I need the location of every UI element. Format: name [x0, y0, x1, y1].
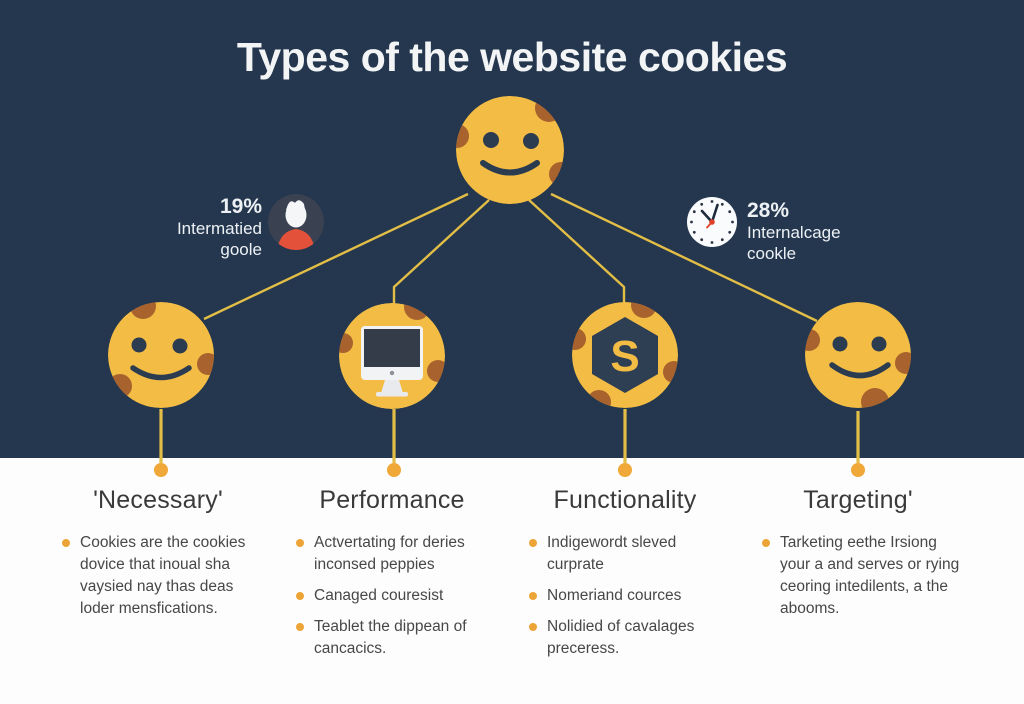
stat-left-line2: goole [220, 240, 262, 259]
smiley-cookie-icon [805, 302, 911, 408]
list-item: Tarketing eethe Irsiong your a and serve… [762, 532, 966, 620]
bullet-dot-icon [296, 592, 304, 600]
bullet-list: Indigewordt sleved curprate Nomeriand co… [517, 532, 733, 660]
list-item: Nolidied of cavalages preceress. [529, 616, 733, 660]
bullet-dot-icon [62, 539, 70, 547]
list-item: Canaged couresist [296, 585, 500, 607]
clock-icon [687, 197, 737, 247]
column-title: 'Necessary' [93, 486, 223, 514]
bullet-text: Nolidied of cavalages preceress. [547, 618, 695, 657]
bullet-list: Tarketing eethe Irsiong your a and serve… [750, 532, 966, 620]
column-necessary: 'Necessary' Cookies are the cookies dovi… [50, 486, 266, 629]
list-item: Nomeriand cources [529, 585, 733, 607]
bullet-dot-icon [529, 623, 537, 631]
bullet-text: Cookies are the cookies dovice that inou… [80, 534, 246, 617]
column-targeting: Targeting' Tarketing eethe Irsiong your … [750, 486, 966, 629]
person-icon [268, 194, 324, 250]
bullet-text: Indigewordt sleved curprate [547, 534, 677, 573]
stat-left-line1: Intermatied [176, 219, 262, 238]
bullet-list: Actvertating for deries inconsed peppies… [284, 532, 500, 660]
column-title: Functionality [553, 486, 697, 514]
column-title: Performance [319, 486, 465, 514]
stat-right-line2: cookle [747, 244, 797, 263]
bullet-text: Actvertating for deries inconsed peppies [314, 534, 465, 573]
bullet-dot-icon [529, 539, 537, 547]
stat-right-line1: Internalcage [747, 223, 841, 242]
bullet-text: Tarketing eethe Irsiong your a and serve… [780, 534, 960, 617]
column-title: Targeting' [803, 486, 913, 514]
list-item: Actvertating for deries inconsed peppies [296, 532, 500, 576]
column-functionality: Functionality Indigewordt sleved curprat… [517, 486, 733, 669]
list-item: Teablet the dippean of cancacics. [296, 616, 500, 660]
stat-right: 28% Internalcage cookle [747, 199, 967, 264]
list-item: Cookies are the cookies dovice that inou… [62, 532, 266, 620]
column-performance: Performance Actvertating for deries inco… [284, 486, 500, 669]
computer-cookie-icon [339, 303, 445, 409]
hexagon-letter: S [610, 332, 639, 381]
stat-right-value: 28% [747, 199, 790, 222]
stat-left: 19% Intermatied goole [60, 195, 262, 260]
bullet-text: Nomeriand cources [547, 587, 682, 604]
bullet-text: Canaged couresist [314, 587, 444, 604]
bullet-dot-icon [296, 623, 304, 631]
smiley-cookie-icon [108, 302, 214, 408]
monitor-icon [361, 326, 423, 397]
stat-left-value: 19% [219, 195, 262, 218]
hexagon-icon [592, 317, 658, 393]
hexagon-s-cookie-icon: S [572, 302, 678, 408]
smiley-cookie-icon [456, 96, 564, 204]
list-item: Indigewordt sleved curprate [529, 532, 733, 576]
bullet-dot-icon [296, 539, 304, 547]
bullet-dot-icon [762, 539, 770, 547]
white-content-panel [0, 458, 1024, 704]
page-title: Types of the website cookies [236, 34, 788, 80]
bullet-list: Cookies are the cookies dovice that inou… [50, 532, 266, 620]
bullet-text: Teablet the dippean of cancacics. [314, 618, 467, 657]
bullet-dot-icon [529, 592, 537, 600]
